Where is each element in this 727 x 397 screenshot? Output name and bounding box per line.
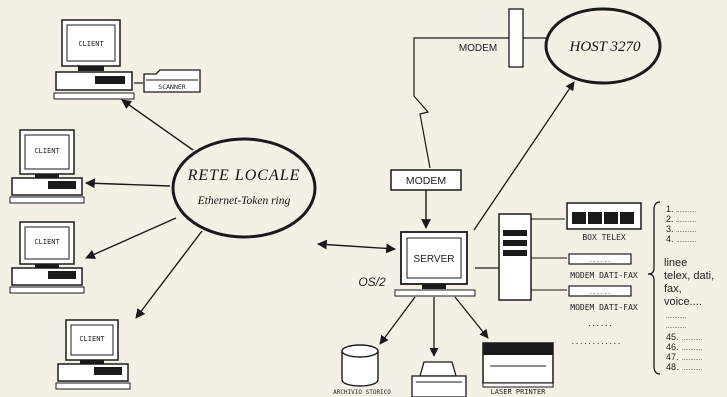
archive-storage: ARCHIVIO STORICO	[333, 344, 391, 396]
device-dots: ............	[571, 338, 622, 346]
host-label: HOST 3270	[569, 39, 641, 55]
middle-modem: MODEM	[390, 169, 462, 191]
linee-text: voice....	[664, 296, 702, 308]
modem-fax-dots: ......	[589, 257, 611, 264]
dotted-fill: ............	[682, 366, 702, 372]
device-dots: ......	[587, 320, 612, 328]
archive-label: ARCHIVIO STORICO	[333, 389, 391, 396]
dotted-fill: ............	[666, 324, 686, 330]
server-computer: SERVER OS/2	[358, 213, 532, 301]
server-host-link	[473, 81, 575, 231]
client-computer-3: CLIENT	[9, 221, 85, 294]
network-title: RETE LOCALE	[187, 167, 301, 184]
server-label: SERVER	[414, 254, 455, 265]
scanner-label: SCANNER	[158, 83, 185, 91]
dotted-fill: ............	[682, 336, 702, 342]
line-number: 2.	[666, 214, 674, 224]
dotted-fill: ............	[676, 238, 696, 244]
os-label: OS/2	[358, 275, 386, 289]
modem-fax-label: MODEM DATI-FAX	[570, 303, 638, 312]
laser-printer-label: LASER PRINTER	[491, 388, 547, 396]
dotted-fill: ............	[676, 218, 696, 224]
linee-text: fax,	[664, 283, 682, 295]
line-number: 3.	[666, 224, 674, 234]
client-computer-4: CLIENT	[55, 319, 131, 390]
modem-fax-dots: ......	[589, 289, 611, 296]
box-telex: BOX TELEX	[566, 202, 642, 242]
tower-device-links	[531, 218, 567, 291]
client-label: CLIENT	[79, 335, 105, 343]
client-computer-1: CLIENT	[53, 19, 135, 100]
dotted-fill: ............	[666, 314, 686, 320]
host-node: HOST 3270	[544, 7, 662, 85]
line-number: 45.	[666, 332, 679, 342]
linee-text: linee	[664, 257, 687, 269]
network-server-link	[317, 239, 396, 254]
client-label: CLIENT	[34, 238, 60, 246]
scanner-device: SCANNER	[143, 69, 201, 93]
line-number: 47.	[666, 352, 679, 362]
network-subtitle: Ethernet-Token ring	[197, 195, 291, 207]
linee-text: telex, dati,	[664, 270, 714, 282]
line-number: 48.	[666, 362, 679, 372]
printer-device	[411, 361, 467, 397]
line-list: 1. 2. 3. 4. 45. 46. 47. 48. ............…	[647, 201, 714, 375]
laser-printer: LASER PRINTER	[482, 342, 554, 396]
phone-line	[413, 78, 431, 169]
dotted-fill: ............	[676, 228, 696, 234]
line-number: 46.	[666, 342, 679, 352]
local-network-node: RETE LOCALE Ethernet-Token ring	[171, 137, 317, 239]
top-modem-label: MODEM	[459, 43, 497, 54]
modem-dati-fax-1: ...... MODEM DATI-FAX	[568, 253, 638, 280]
modem-fax-label: MODEM DATI-FAX	[570, 271, 638, 280]
dotted-fill: ............	[682, 346, 702, 352]
dotted-fill: ............	[682, 356, 702, 362]
box-telex-label: BOX TELEX	[582, 233, 626, 242]
client-label: CLIENT	[78, 40, 104, 48]
client-label: CLIENT	[34, 147, 60, 155]
peripheral-links	[379, 296, 489, 357]
line-number: 4.	[666, 234, 674, 244]
top-modem: MODEM	[413, 8, 546, 78]
dotted-fill: ............	[676, 208, 696, 214]
client-connections	[85, 99, 203, 319]
client-computer-2: CLIENT	[9, 129, 85, 204]
middle-modem-label: MODEM	[406, 175, 446, 187]
modem-dati-fax-2: ...... MODEM DATI-FAX	[568, 285, 638, 312]
line-number: 1.	[666, 204, 674, 214]
